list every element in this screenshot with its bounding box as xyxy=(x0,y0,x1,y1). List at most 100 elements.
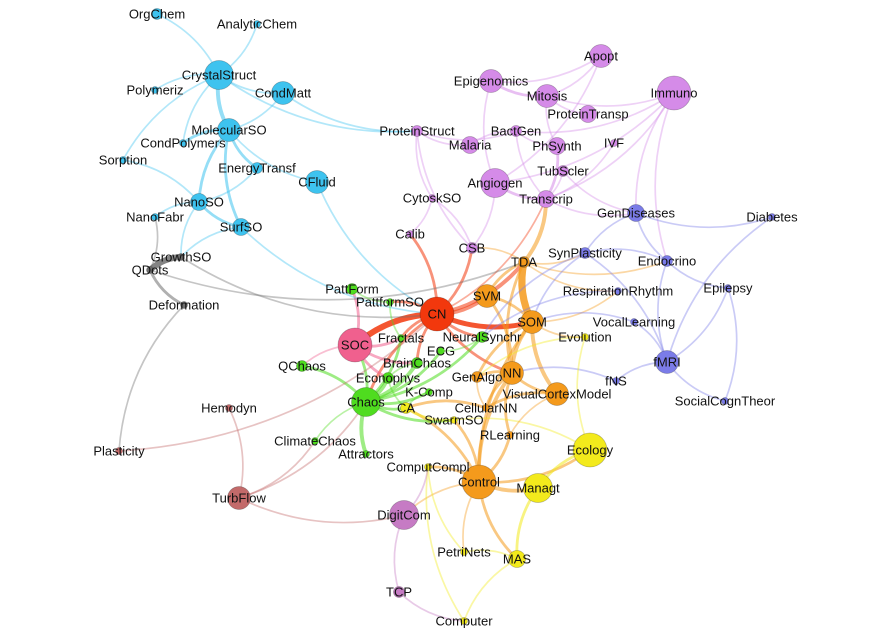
node-sorption[interactable] xyxy=(119,156,127,164)
node-plasticity[interactable] xyxy=(115,447,123,455)
node-proteinstruct[interactable] xyxy=(411,125,423,137)
node-epilepsy[interactable] xyxy=(724,284,732,292)
node-label-chaos: Chaos xyxy=(347,395,385,410)
node-energytransf[interactable] xyxy=(251,162,263,174)
node-immuno[interactable] xyxy=(656,75,692,111)
node-computcompl[interactable] xyxy=(424,463,432,471)
node-orgchem[interactable] xyxy=(151,8,163,20)
node-ecology[interactable] xyxy=(572,432,608,468)
node-label-socialcogntheor: SocialCognTheor xyxy=(675,394,776,409)
node-molecularso[interactable] xyxy=(217,118,241,142)
node-tcp[interactable] xyxy=(393,586,405,598)
node-ca[interactable] xyxy=(400,402,412,414)
node-label-evolution: Evolution xyxy=(558,330,611,345)
node-condpolymers[interactable] xyxy=(179,139,187,147)
node-epigenomics[interactable] xyxy=(479,69,503,93)
node-attractors[interactable] xyxy=(362,450,370,458)
node-surfso[interactable] xyxy=(232,218,250,236)
node-gendiseases[interactable] xyxy=(627,204,645,222)
node-polymeriz[interactable] xyxy=(151,86,159,94)
node-label-digitcom: DigitCom xyxy=(377,508,430,523)
node-label-proteintransp: ProteinTransp xyxy=(547,107,628,122)
node-label-tubscler: TubScler xyxy=(537,164,589,179)
node-malaria[interactable] xyxy=(461,136,479,154)
node-analyticchem[interactable] xyxy=(253,20,261,28)
node-tda[interactable] xyxy=(518,256,530,268)
node-evolution[interactable] xyxy=(581,333,589,341)
node-label-respirationrhythm: RespirationRhythm xyxy=(563,284,674,299)
node-bactgen[interactable] xyxy=(510,125,522,137)
node-transcrip[interactable] xyxy=(537,190,555,208)
node-tubscler[interactable] xyxy=(557,165,569,177)
node-nanoso[interactable] xyxy=(190,193,208,211)
edge-deformation-plasticity xyxy=(118,304,185,452)
node-soc[interactable] xyxy=(337,327,373,363)
node-calib[interactable] xyxy=(406,230,414,238)
node-svm[interactable] xyxy=(475,284,499,308)
node-neuralsynchr[interactable] xyxy=(476,331,488,343)
node-label-bactgen: BactGen xyxy=(491,124,542,139)
node-nn[interactable] xyxy=(500,361,524,385)
node-crystalstruct[interactable] xyxy=(204,60,234,90)
edge-angiogen-apopt xyxy=(494,55,602,184)
node-chaos[interactable] xyxy=(351,387,381,417)
node-digitcom[interactable] xyxy=(389,500,419,530)
node-swarmso[interactable] xyxy=(450,416,458,424)
edge-diabetes-fmri xyxy=(666,216,773,363)
node-vocallearning[interactable] xyxy=(630,318,638,326)
node-fmri[interactable] xyxy=(655,350,679,374)
node-label-managt: Managt xyxy=(516,481,560,496)
node-endocrino[interactable] xyxy=(661,255,673,267)
node-ivf[interactable] xyxy=(610,139,618,147)
node-socialcogntheor[interactable] xyxy=(721,397,729,405)
node-hemodyn[interactable] xyxy=(225,404,233,412)
node-climatechaos[interactable] xyxy=(311,437,319,445)
node-csb[interactable] xyxy=(466,242,478,254)
node-deformation[interactable] xyxy=(180,301,188,309)
node-genalgo[interactable] xyxy=(471,371,483,383)
node-fns[interactable] xyxy=(612,377,620,385)
edge-immuno-endocrino xyxy=(654,92,675,262)
edge-turbflow-digitcom xyxy=(238,497,405,524)
node-label-vocallearning: VocalLearning xyxy=(593,315,675,330)
node-phsynth[interactable] xyxy=(548,137,566,155)
node-label-transcrip: Transcrip xyxy=(519,192,573,207)
edge-cn-transcrip xyxy=(436,198,547,315)
node-som[interactable] xyxy=(520,310,544,334)
node-growthso[interactable] xyxy=(177,253,185,261)
node-econophys[interactable] xyxy=(382,372,394,384)
node-proteintransp[interactable] xyxy=(579,105,597,123)
node-label-gendiseases: GenDiseases xyxy=(597,206,676,221)
node-petrinets[interactable] xyxy=(460,548,468,556)
node-respirationrhythm[interactable] xyxy=(614,287,622,295)
node-cfluid[interactable] xyxy=(305,170,329,194)
edge-tcp-computer xyxy=(398,591,465,622)
node-pattformso[interactable] xyxy=(386,298,394,306)
node-computer[interactable] xyxy=(460,617,468,625)
node-pattform[interactable] xyxy=(346,283,358,295)
node-nanofabr[interactable] xyxy=(151,213,159,221)
node-rlearning[interactable] xyxy=(506,431,514,439)
node-cn[interactable] xyxy=(419,296,455,332)
node-fractals[interactable] xyxy=(397,334,405,342)
node-apopt[interactable] xyxy=(589,44,613,68)
node-cytoskso[interactable] xyxy=(428,194,436,202)
node-diabetes[interactable] xyxy=(768,213,776,221)
node-cellularnn[interactable] xyxy=(482,404,490,412)
node-control[interactable] xyxy=(461,464,497,500)
node-angiogen[interactable] xyxy=(480,168,510,198)
node-synplasticity[interactable] xyxy=(579,247,591,259)
edge-qdots-tda xyxy=(149,261,525,301)
node-brainchaos[interactable] xyxy=(411,357,423,369)
node-condmatt[interactable] xyxy=(271,81,295,105)
node-visualcortexmodel[interactable] xyxy=(545,382,569,406)
node-ecg[interactable] xyxy=(437,347,445,355)
node-k-comp[interactable] xyxy=(425,388,433,396)
node-managt[interactable] xyxy=(523,473,553,503)
node-mitosis[interactable] xyxy=(535,84,559,108)
node-qchaos[interactable] xyxy=(296,360,308,372)
node-turbflow[interactable] xyxy=(227,486,251,510)
node-qdots[interactable] xyxy=(146,266,154,274)
node-mas[interactable] xyxy=(508,550,526,568)
